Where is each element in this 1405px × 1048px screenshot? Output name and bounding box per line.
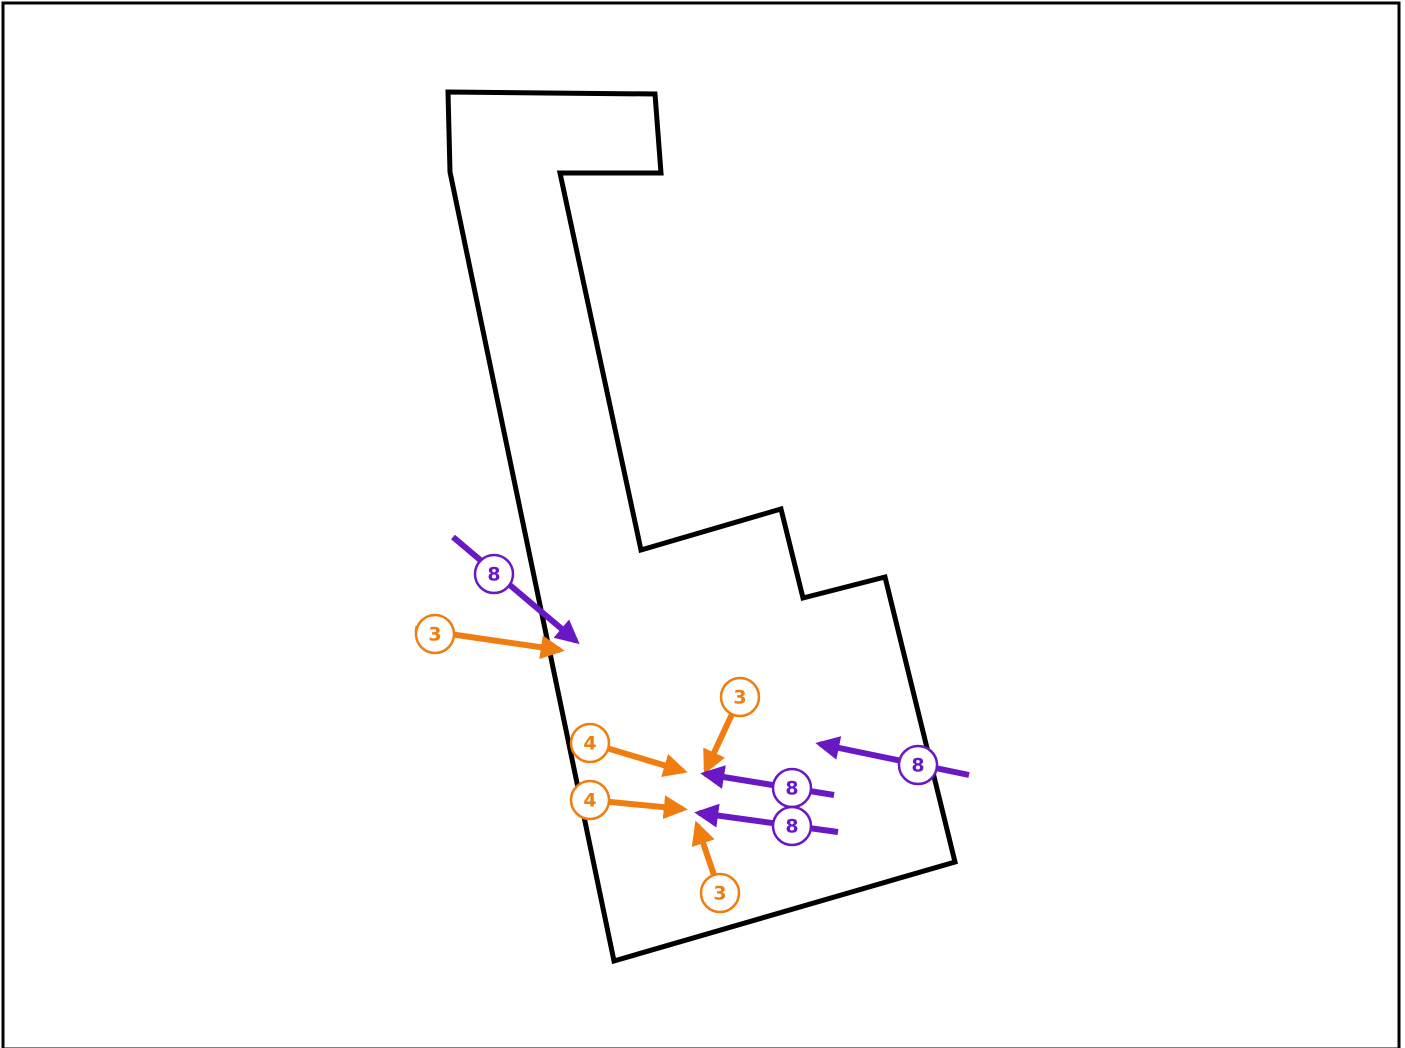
arrow-badge [473, 553, 515, 595]
force-arrow: 3 [414, 613, 565, 660]
arrow-shaft [451, 534, 580, 645]
arrow-label: 8 [785, 778, 798, 800]
arrow-label: 8 [487, 564, 500, 586]
force-arrow: 8 [451, 534, 580, 645]
force-arrow: 4 [569, 722, 688, 777]
arrow-label: 8 [785, 816, 798, 838]
arrow-badge [719, 676, 761, 718]
force-arrow: 8 [700, 765, 835, 809]
arrow-label: 4 [583, 733, 596, 755]
arrow-shaft [700, 765, 835, 798]
arrow-label: 8 [911, 755, 924, 777]
arrow-label: 3 [733, 687, 746, 709]
arrow-badge [569, 722, 611, 764]
arrow-label: 4 [583, 790, 596, 812]
arrow-badge [414, 613, 456, 655]
arrow-badge [771, 805, 813, 847]
force-arrow: 8 [815, 736, 970, 786]
force-arrow: 8 [694, 803, 839, 847]
force-arrow: 3 [691, 820, 741, 914]
arrow-label: 3 [428, 624, 441, 646]
shape-outline [445, 89, 958, 965]
arrow-label: 3 [713, 883, 726, 905]
force-arrow: 3 [703, 676, 761, 775]
arrow-badge [569, 779, 611, 821]
arrow-shaft [815, 736, 970, 778]
arrow-shaft [691, 820, 718, 879]
arrow-badge [699, 872, 741, 914]
force-arrow: 4 [569, 779, 688, 821]
arrow-shaft [694, 803, 839, 835]
arrow-badge [897, 744, 939, 786]
